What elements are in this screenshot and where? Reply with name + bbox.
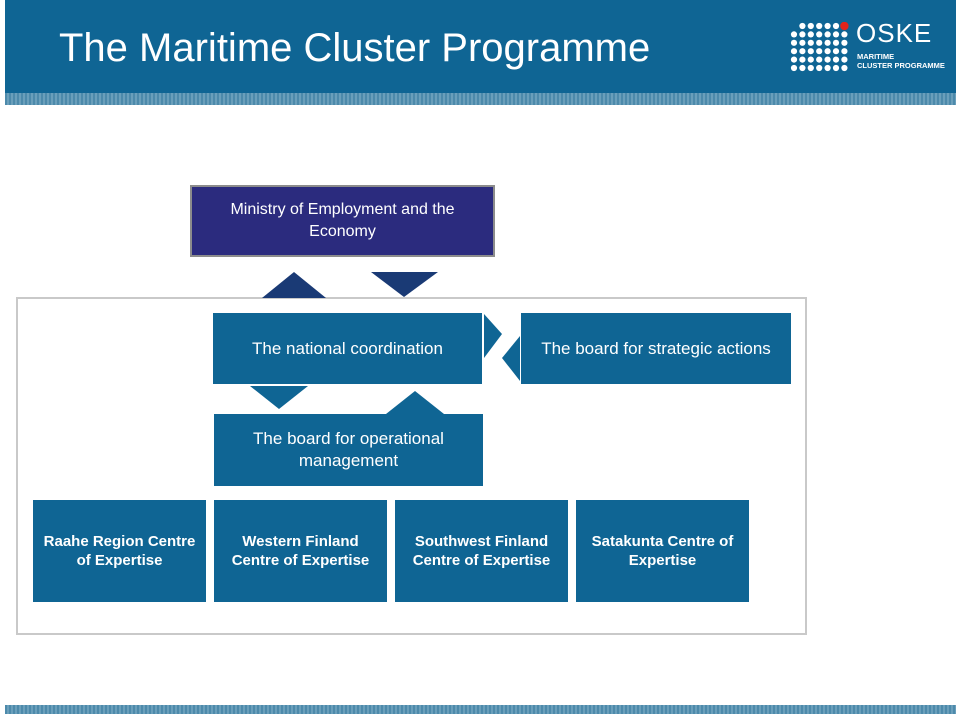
logo-dot [832,39,840,46]
national-coordination-label: The national coordination [252,338,443,358]
logo-dot [807,31,814,38]
arrow-right-to-strategic [484,314,502,358]
logo-dot [832,22,840,30]
logo-dot [816,22,823,30]
logo-dot [816,64,823,72]
page-title: The Maritime Cluster Programme [59,26,651,70]
logo-dot [807,22,814,30]
logo-dot [832,64,840,72]
logo-dot [841,39,848,46]
logo-dot [841,56,848,63]
centre-western-finland-node: Western Finland Centre of Expertise [214,500,387,602]
header-divider-strip [5,93,956,105]
logo-dot [799,48,806,55]
arrow-up-to-ministry [262,272,326,298]
national-coordination-node: The national coordination [213,313,482,384]
logo-dot [799,56,806,63]
logo-dot [807,56,814,63]
footer-divider-strip [5,705,956,714]
logo-dot [816,39,823,46]
oske-logo: OSKE MARITIME CLUSTER PROGRAMME [790,18,950,74]
ministry-label: Ministry of Employment and the Economy [230,201,455,240]
logo-dot [790,31,798,38]
arrow-down-to-operational [250,386,308,409]
centre-satakunta-node: Satakunta Centre of Expertise [576,500,749,602]
centre-label: Satakunta Centre of Expertise [591,533,734,569]
logo-dot [799,64,806,72]
logo-dot [824,39,831,46]
logo-dot [790,48,798,55]
logo-dot [807,48,814,55]
logo-dot [807,39,814,46]
logo-dot [824,31,831,38]
logo-dot [841,64,848,72]
logo-dot [790,64,798,72]
logo-dot [832,56,840,63]
logo-dot [807,64,814,72]
programme-frame [16,297,807,635]
logo-dot-grid-icon [790,22,849,72]
logo-dot [824,22,831,30]
logo-dot [841,31,848,38]
centre-raahe-node: Raahe Region Centre of Expertise [33,500,206,602]
logo-subtitle: MARITIME CLUSTER PROGRAMME [857,52,945,70]
logo-dot [790,39,798,46]
logo-dot [816,31,823,38]
centre-label: Western Finland Centre of Expertise [231,533,370,569]
logo-dot [824,56,831,63]
logo-dot [790,56,798,63]
logo-dot [824,48,831,55]
logo-dot [816,48,823,55]
logo-subtitle-line-2: CLUSTER PROGRAMME [857,61,945,70]
logo-dot [816,56,823,63]
logo-dot [799,31,806,38]
logo-dot [799,22,806,30]
logo-dot [824,64,831,72]
header-bar: The Maritime Cluster Programme OSKE MARI… [5,0,956,93]
logo-dot [841,48,848,55]
strategic-board-label: The board for strategic actions [541,338,771,358]
ministry-node: Ministry of Employment and the Economy [190,185,495,257]
logo-dot [832,31,840,38]
operational-board-node: The board for operational management [214,414,483,486]
logo-dot [799,39,806,46]
arrow-down-from-ministry [371,272,438,297]
logo-dot [832,48,840,55]
centre-label: Southwest Finland Centre of Expertise [412,533,551,569]
centre-label: Raahe Region Centre of Expertise [43,533,196,569]
logo-accent-dot [840,22,849,31]
logo-subtitle-line-1: MARITIME [857,52,895,61]
logo-wordmark: OSKE [856,18,933,48]
strategic-board-node: The board for strategic actions [521,313,791,384]
centre-southwest-finland-node: Southwest Finland Centre of Expertise [395,500,568,602]
arrow-left-from-strategic [502,336,520,381]
operational-board-label: The board for operational management [253,429,444,470]
arrow-up-from-operational [386,391,444,414]
